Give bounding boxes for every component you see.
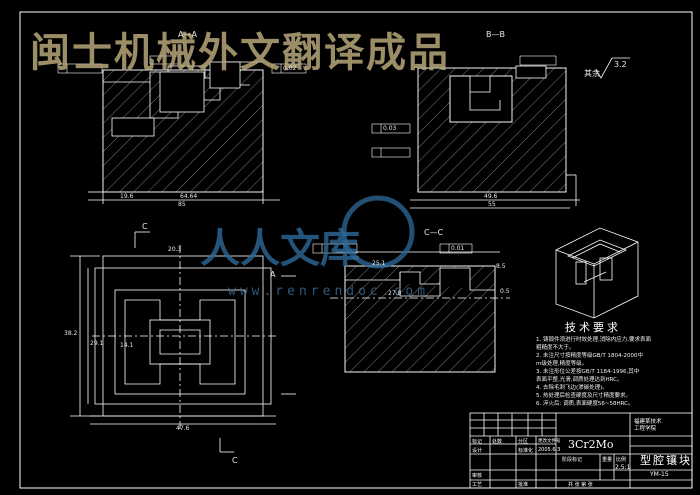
dim-b-b-1: 49.6 [484, 193, 498, 200]
tech-item: 3. 未注形位公差按GB/T 1184-1996,其中 [536, 369, 640, 375]
label-c-marker-bottom: C [232, 456, 238, 465]
tb-designer: 设计 [472, 448, 483, 454]
tech-item: 粗糙度不大于。 [536, 345, 575, 351]
dim-c-c-3: 8.5 [496, 263, 506, 270]
tolerance-2: 0.03 [383, 125, 397, 132]
tech-item: 表面平整,光滑,调质处理达到HRC。 [536, 377, 623, 383]
section-a-a-view [88, 61, 280, 204]
dim-a-a-3: 85 [178, 201, 186, 208]
isometric-view [555, 227, 639, 319]
label-a-marker: A [270, 270, 276, 279]
tb-zone: 分区 [518, 439, 529, 445]
tech-item: m级处理,精度等级。 [536, 361, 588, 367]
watermark-logo-ring [341, 195, 415, 269]
part-name: 型腔镶块 [640, 454, 692, 467]
scale-label: 比例 [616, 457, 627, 463]
dim-plan-3: 14.1 [120, 342, 134, 349]
tb-approve: 批准 [518, 482, 529, 488]
tb-standard: 标准化 [518, 448, 534, 454]
dim-plan-2: 20.3 [168, 246, 182, 253]
dim-c-c-1: 25.1 [372, 260, 386, 267]
watermark-url: www.renrendoc.com [228, 284, 430, 299]
tb-date: 2005.6.3 [538, 447, 561, 453]
tech-requirements-title: 技术要求 [565, 321, 621, 334]
dim-c-c-2: 27.8 [388, 290, 402, 297]
material: 3Cr2Mo [568, 438, 614, 451]
roughness-label: 其余 [584, 69, 600, 78]
tolerance-3: 0.01 [451, 245, 465, 252]
dim-a-a-2: 64.64 [180, 193, 198, 200]
dim-a-a-1: 19.6 [120, 193, 134, 200]
tolerance-1: 0.02 [283, 65, 297, 72]
dim-plan-width: 47.6 [176, 425, 190, 432]
label-c-c: C—C [424, 228, 444, 237]
label-b-b: B—B [486, 30, 505, 39]
watermark-logo-text: 人人文库 [200, 226, 360, 272]
tb-count: 处数 [492, 439, 503, 445]
tech-item: 2. 未注尺寸按精度等级GB/T 1804-2000中 [536, 353, 643, 359]
roughness-symbol [595, 57, 630, 79]
dim-c-c-4: 0.5 [500, 288, 510, 295]
tech-item: 4. 去除毛刺飞边(渗碳处理)。 [536, 385, 608, 391]
roughness-value: 3.2 [614, 60, 627, 69]
tech-item: 1. 铸锻件须进行时效处理,消除内应力,要求表面 [536, 337, 651, 343]
section-b-b-view [410, 65, 580, 209]
drawing-frame [19, 11, 693, 489]
school-name: 福建某技术 工程学院 [634, 419, 662, 432]
tech-item: 5. 热处理后检查硬度及尺寸精度要求。 [536, 393, 631, 399]
label-a-a: A—A [178, 30, 197, 39]
dim-b-b-2: 55 [488, 201, 496, 208]
title-block [469, 412, 693, 489]
dim-plan-1: 29.1 [90, 340, 104, 347]
tb-review: 审核 [472, 473, 483, 479]
tb-stage: 阶段标记 [562, 457, 583, 463]
label-c-marker-top: C [142, 222, 148, 231]
tech-item: 6. 淬火后: 调质,表面硬度56~58HRC。 [536, 401, 634, 407]
weight-label: 重量 [602, 457, 613, 463]
tb-marks: 标记 [472, 439, 483, 445]
watermark-banner: 闽士机械外文翻译成品 [30, 30, 450, 76]
tb-sheets: 共 张 第 张 [568, 482, 593, 488]
section-c-c-view [330, 251, 510, 373]
plan-view [70, 245, 276, 430]
scale-value: 2.5:1 [615, 464, 631, 471]
drawing-number: YM-15 [650, 471, 669, 478]
tb-process: 工艺 [472, 482, 483, 488]
dim-plan-height: 38.2 [64, 330, 78, 337]
tb-change: 更改文件号 [538, 439, 561, 444]
